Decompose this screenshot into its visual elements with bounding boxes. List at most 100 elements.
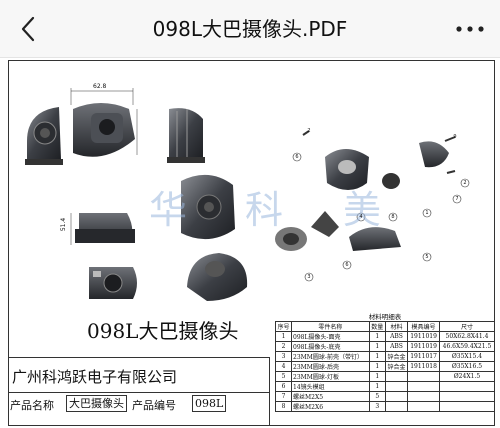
bom-cell: 1 — [275, 331, 292, 342]
bom-cell: Ø24X1.5 — [438, 371, 494, 382]
product-title: 098L大巴摄像头 — [87, 319, 239, 343]
bom-cell: Ø35X15.4 — [438, 351, 494, 362]
bom-header: 尺寸 — [438, 321, 494, 332]
bom-cell: 7 — [275, 391, 292, 402]
watermark-char: 科 — [245, 188, 284, 232]
exploded-view — [275, 130, 456, 251]
bom-caption: 材料明细表 — [368, 313, 402, 321]
product-name-label: 产品名称 — [10, 399, 54, 412]
bom-cell: 23MM圆球-前壳（带钉） — [291, 351, 370, 362]
title-block-row: 产品名称 大巴摄像头 产品编号 098L — [9, 392, 269, 414]
part-callout: 1 — [425, 210, 429, 216]
bom-cell — [438, 401, 494, 412]
part-callout: 3 — [307, 274, 311, 280]
watermark-char: 华 — [149, 188, 188, 232]
bom-cell: 50X62.8X41.4 — [438, 331, 494, 342]
bom-cell: 1 — [368, 381, 386, 392]
bom-cell: 23MM圆球-灯板 — [291, 371, 370, 382]
dimension-side-label: 51.4 — [60, 217, 68, 232]
more-dots-icon — [456, 26, 484, 32]
part-callout: 8 — [391, 214, 395, 220]
part-callout: 7 — [455, 196, 459, 202]
chevron-left-icon — [21, 16, 35, 42]
bom-cell: 1911019 — [407, 331, 440, 342]
bom-cell: 5 — [275, 371, 292, 382]
company-name: 广州科鸿跃电子有限公司 — [12, 368, 178, 386]
bom-cell: 1 — [368, 351, 386, 362]
bom-cell — [407, 381, 440, 392]
title-block: 广州科鸿跃电子有限公司 产品名称 大巴摄像头 产品编号 098L — [9, 357, 270, 425]
bom-cell: 2 — [275, 341, 292, 352]
technical-drawing — [25, 88, 470, 301]
bom-cell: 螺丝M2X6 — [291, 401, 370, 412]
bom-cell — [384, 381, 409, 392]
top-bar: 098L大巴摄像头.PDF — [0, 0, 500, 58]
back-button[interactable] — [14, 14, 44, 44]
bom-cell: 1 — [368, 361, 386, 372]
bom-cell: 锌合金 — [384, 351, 409, 362]
bom-cell: 1 — [368, 341, 386, 352]
camera-side-view — [70, 213, 135, 245]
bom-cell: 23MM圆球-后壳 — [291, 361, 370, 372]
bom-cell: 4 — [275, 361, 292, 372]
part-callout: 5 — [425, 254, 429, 260]
part-callout: 2 — [307, 128, 311, 134]
bom-cell: 锌合金 — [384, 361, 409, 372]
camera-right-view — [167, 108, 205, 163]
bom-cell — [384, 391, 409, 402]
more-button[interactable] — [452, 16, 488, 42]
bom-cell: 3 — [275, 351, 292, 362]
bom-cell: 6 — [275, 381, 292, 392]
bom-cell — [384, 401, 409, 412]
product-code-label: 产品编号 — [132, 399, 176, 412]
bom-cell — [407, 371, 440, 382]
callouts — [292, 152, 470, 282]
part-callout: 9 — [453, 134, 457, 140]
camera-bottom-view — [89, 267, 137, 299]
bom-cell: 1 — [368, 371, 386, 382]
part-callout: 6 — [345, 262, 349, 268]
bom-header: 模具编号 — [407, 321, 440, 332]
bom-cell: 1911017 — [407, 351, 440, 362]
bom-cell: 14镜头模组 — [291, 381, 370, 392]
bom-cell: 46.6X59.4X21.5 — [438, 341, 494, 352]
bom-header: 序号 — [275, 321, 292, 332]
camera-iso-view — [181, 174, 235, 240]
bom-cell — [407, 391, 440, 402]
bom-header-row: 序号 零件名称 数量 材料 模具编号 尺寸 — [275, 321, 494, 332]
bom-cell: 098L摄像头-面壳 — [291, 331, 370, 342]
bom-cell — [384, 371, 409, 382]
bom-cell: 3 — [368, 401, 386, 412]
bom-cell: 1911018 — [407, 361, 440, 372]
watermark-char: 美 — [343, 188, 382, 232]
bom-cell — [438, 381, 494, 392]
camera-left-view — [25, 107, 63, 165]
product-name-value: 大巴摄像头 — [66, 395, 127, 412]
part-callout: 6 — [295, 154, 299, 160]
pdf-page[interactable]: 华 科 美 62.8 51.4 098L大巴摄像头 广州科鸿跃电子有限公司 产品… — [8, 60, 495, 426]
part-callout: 4 — [359, 214, 363, 220]
dimension-top-label: 62.8 — [93, 83, 107, 90]
bom-cell: ABS — [384, 341, 409, 352]
bom-cell: 1 — [368, 331, 386, 342]
camera-front-view — [70, 88, 138, 157]
part-callout: 2 — [463, 180, 467, 186]
bom-cell: 5 — [368, 391, 386, 402]
bom-cell — [438, 391, 494, 402]
bom-cell: 螺丝M2X5 — [291, 391, 370, 402]
bom-cell: Ø35X16.5 — [438, 361, 494, 372]
bom-header: 材料 — [384, 321, 409, 332]
product-code-value: 098L — [192, 395, 227, 412]
bom-header: 数量 — [368, 321, 386, 332]
bom-cell — [407, 401, 440, 412]
page-title: 098L大巴摄像头.PDF — [152, 17, 348, 41]
